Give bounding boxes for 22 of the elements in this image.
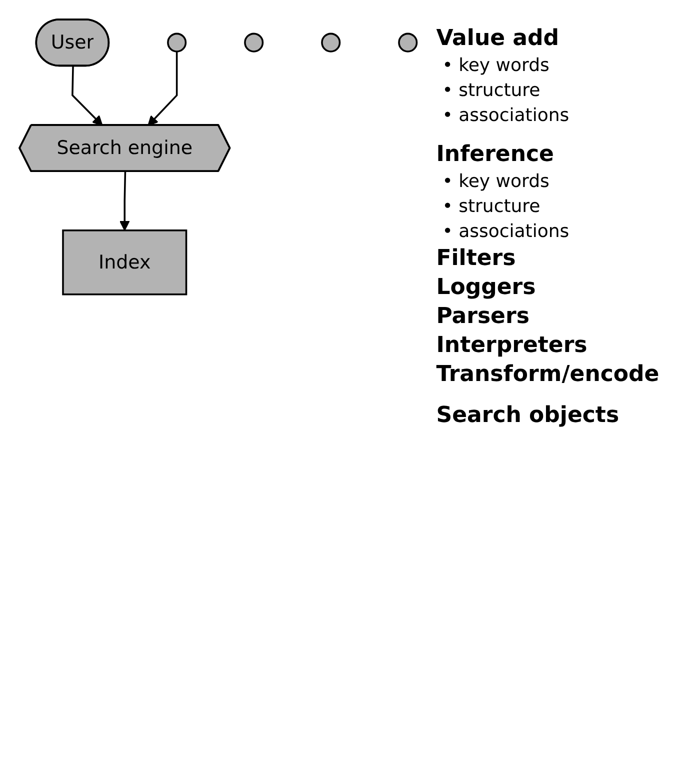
- process-label: Filters: [436, 246, 517, 271]
- bullet-item: • structure: [442, 80, 542, 101]
- bullet-item: • structure: [442, 196, 542, 217]
- bullet-item: • associations: [442, 105, 570, 126]
- arrow: [119, 172, 130, 231]
- node-circle: [167, 32, 187, 52]
- heading: Inference: [436, 142, 555, 167]
- process-label: Loggers: [436, 275, 537, 300]
- node-circle: [244, 32, 264, 52]
- heading: Search objects: [436, 403, 620, 428]
- process-label: Transform/encode: [436, 362, 660, 387]
- bullet-item: • key words: [442, 55, 550, 76]
- bullet-item: • key words: [442, 171, 550, 192]
- node-circle: [398, 32, 418, 52]
- process-label: Interpreters: [436, 333, 588, 358]
- process-label: Parsers: [436, 304, 530, 329]
- bullet-item: • associations: [442, 221, 570, 242]
- heading: Value add: [436, 26, 560, 51]
- arrow: [72, 66, 103, 126]
- node-box: Index: [62, 230, 188, 296]
- arrow: [148, 51, 178, 126]
- node-circle: [321, 32, 341, 52]
